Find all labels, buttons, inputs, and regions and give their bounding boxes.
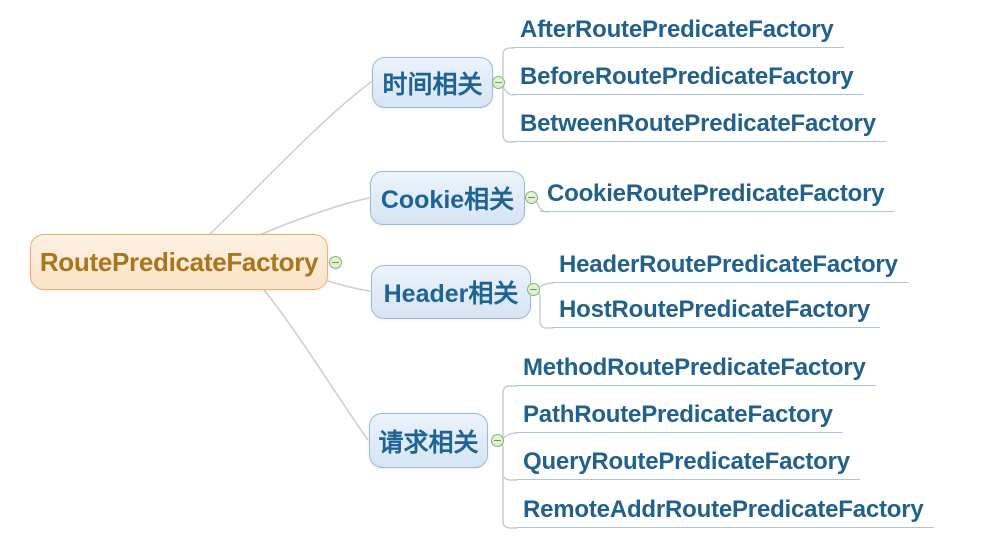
leaf-topic-before-route-predicate-factory[interactable]: BeforeRoutePredicateFactory	[513, 62, 864, 95]
connector-root-time	[209, 81, 372, 235]
leaf-topic-query-route-predicate-factory[interactable]: QueryRoutePredicateFactory	[516, 447, 860, 480]
root-topic[interactable]: RoutePredicateFactory	[30, 234, 328, 290]
connector-root-header	[327, 280, 371, 292]
collapse-minus-icon-cookie[interactable]	[525, 191, 538, 204]
connector-root-cookie	[261, 197, 370, 235]
connector-req-query	[497, 440, 518, 481]
connector-req-remote	[497, 440, 518, 529]
leaf-topic-remoteaddr-route-predicate-factory[interactable]: RemoteAddrRoutePredicateFactory	[516, 495, 934, 528]
leaf-topic-between-route-predicate-factory[interactable]: BetweenRoutePredicateFactory	[513, 109, 886, 142]
branch-topic-request[interactable]: 请求相关	[369, 413, 488, 468]
branch-topic-time[interactable]: 时间相关	[372, 57, 493, 108]
collapse-minus-icon-request[interactable]	[491, 434, 504, 447]
leaf-topic-method-route-predicate-factory[interactable]: MethodRoutePredicateFactory	[516, 353, 876, 386]
leaf-topic-host-route-predicate-factory[interactable]: HostRoutePredicateFactory	[552, 295, 881, 328]
connector-root-req	[263, 289, 369, 441]
collapse-minus-icon-time[interactable]	[492, 76, 505, 89]
collapse-minus-icon-root[interactable]	[329, 256, 342, 269]
leaf-topic-cookie-route-predicate-factory[interactable]: CookieRoutePredicateFactory	[540, 179, 895, 212]
branch-topic-header[interactable]: Header相关	[371, 265, 531, 319]
leaf-topic-after-route-predicate-factory[interactable]: AfterRoutePredicateFactory	[513, 15, 844, 48]
leaf-topic-path-route-predicate-factory[interactable]: PathRoutePredicateFactory	[516, 400, 843, 433]
branch-topic-cookie[interactable]: Cookie相关	[370, 171, 525, 225]
leaf-topic-header-route-predicate-factory[interactable]: HeaderRoutePredicateFactory	[552, 250, 908, 283]
collapse-minus-icon-header[interactable]	[527, 283, 540, 296]
